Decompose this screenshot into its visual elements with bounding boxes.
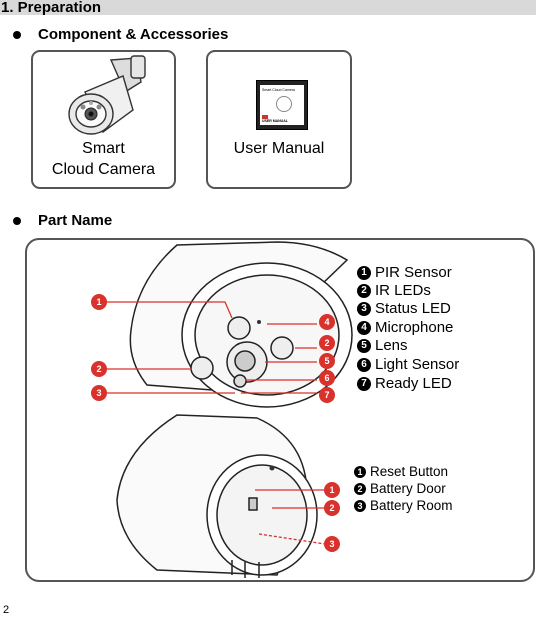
- legend-label: Status LED: [375, 300, 451, 317]
- bullet-components: Component & Accessories: [13, 26, 228, 43]
- callout-label: 2: [329, 503, 334, 513]
- callout-label: 2: [96, 364, 101, 374]
- callout-label: 5: [324, 356, 329, 366]
- callout-label: 3: [329, 539, 334, 549]
- callout-label: 7: [324, 390, 329, 400]
- legend-number: 2: [357, 283, 371, 298]
- bullet-part-name: Part Name: [13, 212, 112, 229]
- legend-lens: 5 Lens: [357, 337, 408, 354]
- callout-label: 2: [324, 338, 329, 348]
- callout-label: 6: [324, 373, 329, 383]
- legend-number: 7: [357, 376, 371, 391]
- camera-label-line2: Cloud Camera: [51, 161, 156, 178]
- legend-number: 5: [357, 338, 371, 353]
- legend-number: 3: [354, 499, 366, 512]
- part-name-panel: 1 2 3 4 2 5 6 7 1 2 3 1: [25, 238, 535, 582]
- callout-marker: [319, 335, 335, 351]
- legend-number: 1: [354, 465, 366, 478]
- callout-marker: [91, 294, 107, 310]
- callout-label: 1: [96, 297, 101, 307]
- legend-reset-button: 1 Reset Button: [354, 464, 448, 479]
- callout-label: 1: [329, 485, 334, 495]
- components-heading: Component & Accessories: [38, 26, 229, 43]
- callout-marker: [91, 361, 107, 377]
- legend-label: Lens: [375, 337, 408, 354]
- callout-marker: [319, 314, 335, 330]
- legend-number: 4: [357, 320, 371, 335]
- legend-label: Battery Door: [370, 481, 446, 496]
- section-bar: [0, 0, 536, 15]
- bullet-dot: [13, 30, 21, 39]
- bullet-dot: [13, 216, 21, 225]
- callout-marker: [324, 482, 340, 498]
- legend-battery-door: 2 Battery Door: [354, 481, 446, 496]
- legend-number: 1: [357, 265, 371, 280]
- legend-ready-led: 7 Ready LED: [357, 375, 452, 392]
- callout-marker: [324, 500, 340, 516]
- accessory-manual-card: Smart Cloud Camera USER MANUAL User Manu…: [206, 50, 352, 189]
- callout-marker: [319, 353, 335, 369]
- legend-battery-room: 3 Battery Room: [354, 498, 453, 513]
- legend-number: 2: [354, 482, 366, 495]
- camera-label-line1: Smart: [82, 140, 125, 157]
- legend-number: 6: [357, 357, 371, 372]
- legend-label: Reset Button: [370, 464, 449, 479]
- callout-label: 4: [324, 317, 329, 327]
- legend-label: Microphone: [375, 319, 454, 336]
- legend-pir-sensor: 1 PIR Sensor: [357, 264, 452, 281]
- legend-label: Light Sensor: [375, 356, 460, 373]
- manual-cover-label: USER MANUAL: [262, 119, 288, 123]
- manual-label: User Manual: [233, 140, 325, 157]
- callout-marker: [319, 387, 335, 403]
- legend-label: IR LEDs: [375, 282, 431, 299]
- camera-image: [68, 55, 146, 135]
- page-number: 2: [3, 604, 10, 616]
- callout-marker: [319, 370, 335, 386]
- legend-microphone: 4 Microphone: [357, 319, 453, 336]
- microphone-icon: [257, 320, 261, 324]
- legend-label: PIR Sensor: [375, 264, 452, 281]
- manual-cover-title: Smart Cloud Camera: [262, 88, 295, 92]
- camera-front-diagram: 1 2 3 4 2 5 6 7 1 2 3: [91, 241, 353, 578]
- manual-image: Smart Cloud Camera USER MANUAL: [256, 80, 308, 130]
- legend-number: 3: [357, 301, 371, 316]
- accessory-camera-card: Smart Cloud Camera: [31, 50, 176, 189]
- legend-label: Ready LED: [375, 375, 452, 392]
- callout-marker: [91, 385, 107, 401]
- legend-label: Battery Room: [370, 498, 453, 513]
- legend-light-sensor: 6 Light Sensor: [357, 356, 459, 373]
- callout-marker: [324, 536, 340, 552]
- legend-status-led: 3 Status LED: [357, 300, 451, 317]
- part-name-heading: Part Name: [38, 212, 113, 229]
- callout-label: 3: [96, 388, 101, 398]
- legend-ir-leds: 2 IR LEDs: [357, 282, 431, 299]
- section-title: 1. Preparation: [1, 0, 102, 16]
